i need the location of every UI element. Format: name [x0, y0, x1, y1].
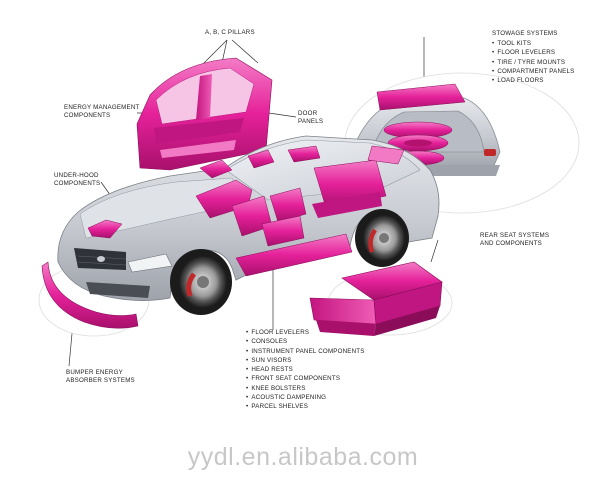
interior-items-list: FLOOR LEVELERS CONSOLES INSTRUMENT PANEL…	[246, 328, 365, 412]
door-panel	[136, 57, 273, 171]
list-item: HEAD RESTS	[246, 365, 365, 374]
list-item: INSTRUMENT PANEL COMPONENTS	[246, 347, 365, 356]
list-item: SUN VISORS	[246, 356, 365, 365]
interior-components	[195, 145, 405, 277]
label-line: PANELS	[298, 118, 324, 125]
label-energy-management: ENERGY MANAGEMENT COMPONENTS	[64, 104, 139, 120]
bumper-absorber	[41, 261, 139, 329]
label-pillars-text: A, B, C PILLARS	[205, 29, 255, 36]
under-hood-component	[87, 219, 123, 239]
stowage-title-text: STOWAGE SYSTEMS	[492, 30, 558, 37]
label-pillars: A, B, C PILLARS	[205, 29, 255, 37]
watermark: yydl.en.alibaba.com	[187, 443, 419, 471]
label-rear-seat: REAR SEAT SYSTEMS AND COMPONENTS	[480, 232, 549, 248]
label-line: ABSORBER SYSTEMS	[66, 377, 135, 384]
label-line: ENERGY MANAGEMENT	[64, 104, 140, 111]
rear-wheel	[355, 209, 409, 267]
front-wheel	[170, 249, 232, 315]
list-item: CONSOLES	[246, 337, 365, 346]
list-item: KNEE BOLSTERS	[246, 384, 365, 393]
label-line: BUMPER ENERGY	[66, 369, 123, 376]
list-item: FLOOR LEVELERS	[492, 48, 574, 57]
list-item: PARCEL SHELVES	[246, 402, 365, 411]
list-item: TOOL KITS	[492, 39, 574, 48]
list-item: TIRE / TYRE MOUNTS	[492, 58, 574, 67]
list-item: COMPARTMENT PANELS	[492, 67, 574, 76]
label-line: COMPONENTS	[54, 180, 101, 187]
list-item: ACOUSTIC DAMPENING	[246, 393, 365, 402]
label-line: UNDER-HOOD	[54, 172, 99, 179]
label-stowage-title: STOWAGE SYSTEMS	[492, 30, 558, 38]
rear-seat-system	[309, 261, 443, 336]
list-item: FLOOR LEVELERS	[246, 328, 365, 337]
label-line: COMPONENTS	[64, 112, 111, 119]
label-bumper: BUMPER ENERGY ABSORBER SYSTEMS	[66, 369, 135, 385]
list-item: FRONT SEAT COMPONENTS	[246, 374, 365, 383]
label-line: AND COMPONENTS	[480, 240, 542, 247]
stowage-items-list: TOOL KITS FLOOR LEVELERS TIRE / TYRE MOU…	[492, 39, 574, 85]
label-under-hood: UNDER-HOOD COMPONENTS	[54, 172, 100, 188]
label-door-panels: DOOR PANELS	[298, 110, 323, 126]
label-line: REAR SEAT SYSTEMS	[480, 232, 550, 239]
list-item: LOAD FLOORS	[492, 76, 574, 85]
label-line: DOOR	[298, 110, 318, 117]
